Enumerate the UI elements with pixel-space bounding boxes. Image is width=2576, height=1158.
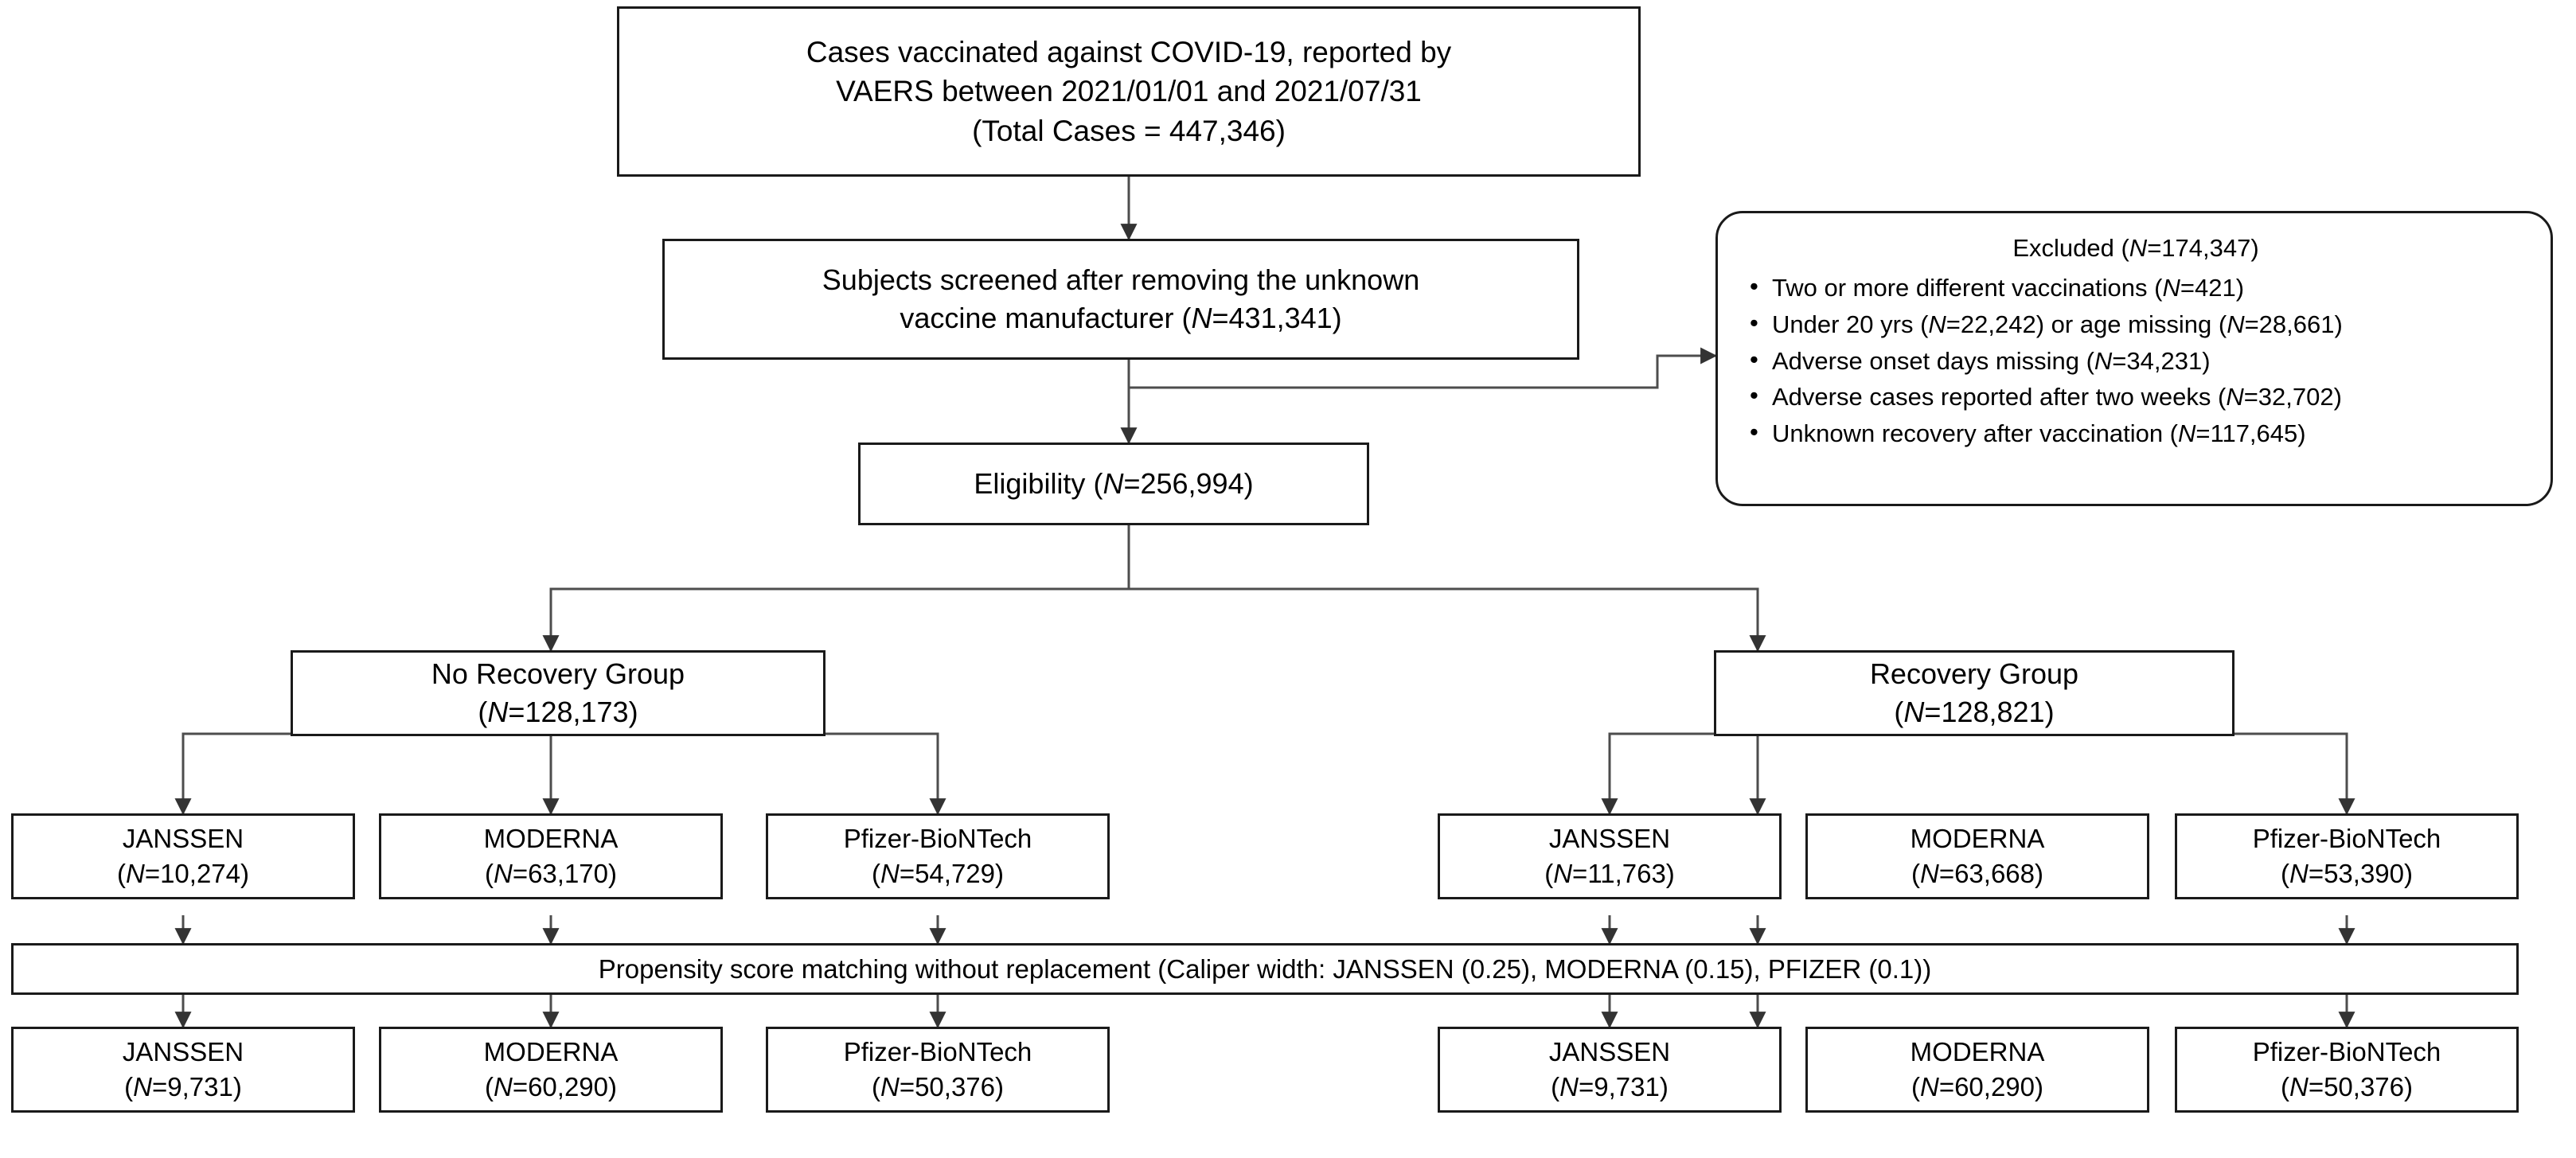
node-matched-no-recovery-janssen[interactable]: JANSSEN (N=9,731): [11, 1027, 355, 1113]
node-arm-recovery-pfizer[interactable]: Pfizer-BioNTech (N=53,390): [2175, 813, 2519, 899]
matched-1-0-label: JANSSEN: [1548, 1036, 1671, 1066]
group-0-name: No Recovery Group: [431, 657, 685, 690]
node-arm-recovery-janssen[interactable]: JANSSEN (N=11,763): [1438, 813, 1782, 899]
edge-eligibility-to-group-0: [542, 525, 1130, 653]
arm-1-2-label: Pfizer-BioNTech: [2252, 823, 2441, 853]
group-1-count: (N=128,821): [1894, 696, 2055, 728]
matched-0-1-count: (N=60,290): [484, 1072, 618, 1101]
node-matched-recovery-pfizer[interactable]: Pfizer-BioNTech (N=50,376): [2175, 1027, 2519, 1113]
bullet-icon: •: [1750, 308, 1758, 337]
arm-1-0-count: (N=11,763): [1544, 859, 1675, 888]
matched-1-1-count: (N=60,290): [1911, 1072, 2044, 1101]
node-propensity-score-matching[interactable]: Propensity score matching without replac…: [11, 943, 2519, 995]
source-line-3: (Total Cases = 447,346): [972, 114, 1286, 147]
arm-1-2-count: (N=53,390): [2280, 859, 2414, 888]
psm-label: Propensity score matching without replac…: [598, 953, 1932, 984]
eligibility-label: Eligibility (N=256,994): [974, 466, 1254, 500]
screened-line-2: vaccine manufacturer (N=431,341): [900, 302, 1342, 334]
excluded-title: Excluded (N=174,347): [2012, 234, 2259, 262]
matched-1-2-count: (N=50,376): [2280, 1072, 2414, 1101]
matched-1-2-label: Pfizer-BioNTech: [2252, 1036, 2441, 1066]
edge-eligibility-to-group-1: [1127, 525, 1766, 653]
node-subjects-screened[interactable]: Subjects screened after removing the unk…: [662, 239, 1579, 360]
source-line-1: Cases vaccinated against COVID-19, repor…: [806, 35, 1452, 68]
node-group-recovery[interactable]: Recovery Group (N=128,821): [1714, 650, 2234, 736]
edge-group-0-arm-2: [825, 732, 946, 816]
edge-screened-to-excluded: [1127, 347, 1718, 389]
node-arm-no-recovery-janssen[interactable]: JANSSEN (N=10,274): [11, 813, 355, 899]
bullet-icon: •: [1750, 272, 1758, 301]
node-arm-no-recovery-moderna[interactable]: MODERNA (N=63,170): [379, 813, 723, 899]
matched-0-0-count: (N=9,731): [124, 1072, 242, 1101]
matched-1-0-count: (N=9,731): [1551, 1072, 1669, 1101]
matched-0-2-label: Pfizer-BioNTech: [843, 1036, 1032, 1066]
arm-0-1-label: MODERNA: [483, 823, 619, 853]
arm-0-0-label: JANSSEN: [122, 823, 244, 853]
excluded-item-0: •Two or more different vaccinations (N=4…: [1745, 270, 2527, 306]
excluded-item-2: •Adverse onset days missing (N=34,231): [1745, 343, 2527, 380]
bullet-icon: •: [1750, 345, 1758, 373]
excluded-item-3: •Adverse cases reported after two weeks …: [1745, 379, 2527, 415]
edge-group-1-arm-0: [1601, 732, 1714, 816]
matched-1-1-label: MODERNA: [1910, 1036, 2045, 1066]
screened-line-1: Subjects screened after removing the unk…: [822, 263, 1420, 296]
arm-0-1-count: (N=63,170): [484, 859, 618, 888]
group-0-count: (N=128,173): [478, 696, 638, 728]
source-line-2: VAERS between 2021/01/01 and 2021/07/31: [836, 75, 1422, 108]
excluded-criteria-list: •Two or more different vaccinations (N=4…: [1745, 270, 2527, 451]
node-source-cases[interactable]: Cases vaccinated against COVID-19, repor…: [617, 6, 1641, 177]
edge-group-1-arm-2: [2234, 732, 2355, 816]
node-arm-no-recovery-pfizer[interactable]: Pfizer-BioNTech (N=54,729): [766, 813, 1110, 899]
matched-0-0-label: JANSSEN: [122, 1036, 244, 1066]
node-group-no-recovery[interactable]: No Recovery Group (N=128,173): [291, 650, 825, 736]
node-matched-no-recovery-pfizer[interactable]: Pfizer-BioNTech (N=50,376): [766, 1027, 1110, 1113]
node-matched-recovery-moderna[interactable]: MODERNA (N=60,290): [1805, 1027, 2149, 1113]
node-arm-recovery-moderna[interactable]: MODERNA (N=63,668): [1805, 813, 2149, 899]
edge-group-0-arm-0: [174, 732, 291, 816]
bullet-icon: •: [1750, 381, 1758, 410]
excluded-item-1: •Under 20 yrs (N=22,242) or age missing …: [1745, 306, 2527, 343]
matched-0-1-label: MODERNA: [483, 1036, 619, 1066]
arm-1-1-label: MODERNA: [1910, 823, 2045, 853]
node-excluded-criteria[interactable]: Excluded (N=174,347) •Two or more differ…: [1715, 211, 2553, 506]
matched-0-2-count: (N=50,376): [871, 1072, 1005, 1101]
node-eligibility[interactable]: Eligibility (N=256,994): [858, 443, 1369, 525]
excluded-item-4: •Unknown recovery after vaccination (N=1…: [1745, 415, 2527, 452]
node-matched-recovery-janssen[interactable]: JANSSEN (N=9,731): [1438, 1027, 1782, 1113]
group-1-name: Recovery Group: [1869, 657, 2079, 690]
node-matched-no-recovery-moderna[interactable]: MODERNA (N=60,290): [379, 1027, 723, 1113]
arm-0-2-label: Pfizer-BioNTech: [843, 823, 1032, 853]
bullet-icon: •: [1750, 417, 1758, 446]
arm-1-0-label: JANSSEN: [1548, 823, 1671, 853]
arm-0-0-count: (N=10,274): [116, 859, 250, 888]
arm-0-2-count: (N=54,729): [871, 859, 1005, 888]
arm-1-1-count: (N=63,668): [1911, 859, 2044, 888]
